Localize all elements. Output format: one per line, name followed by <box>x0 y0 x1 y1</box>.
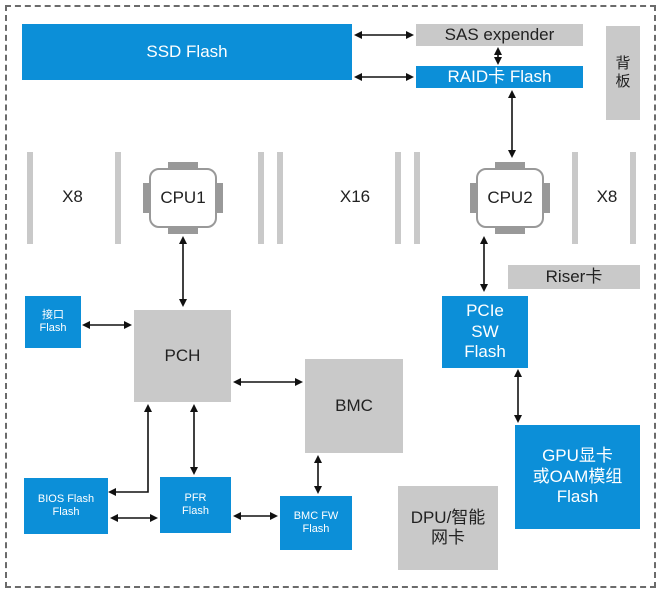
arrow-bios-pch <box>108 404 152 496</box>
cpu1-chip: CPU1 <box>149 168 217 228</box>
slot-bar <box>572 152 578 244</box>
x16-label: X16 <box>339 187 371 206</box>
pch-block: PCH <box>134 310 231 402</box>
cpu2-pins-right <box>544 183 550 213</box>
slot-bar <box>277 152 283 244</box>
pcie-switch-flash-block: PCIe SW Flash <box>442 296 528 368</box>
slot-bar <box>258 152 264 244</box>
cpu1-pins-top <box>168 162 198 168</box>
raid-card-flash-block: RAID卡 Flash <box>416 66 583 88</box>
dpu-smartnic-block: DPU/智能 网卡 <box>398 486 498 570</box>
slot-bar <box>630 152 636 244</box>
cpu1-pins-left <box>143 183 149 213</box>
cpu1-pins-bottom <box>168 228 198 234</box>
cpu1-pins-right <box>217 183 223 213</box>
slot-bar <box>414 152 420 244</box>
gpu-oam-flash-block: GPU显卡 或OAM模组 Flash <box>515 425 640 529</box>
cpu2-pins-left <box>470 183 476 213</box>
x8-left-label: X8 <box>62 187 83 206</box>
riser-card-block: Riser卡 <box>508 265 640 289</box>
cpu2-pins-top <box>495 162 525 168</box>
bmc-block: BMC <box>305 359 403 453</box>
slot-bar <box>27 152 33 244</box>
cpu2-chip: CPU2 <box>476 168 544 228</box>
bios-flash-block: BIOS Flash Flash <box>24 478 108 534</box>
x8-right-label: X8 <box>596 187 618 206</box>
bmc-fw-flash-block: BMC FW Flash <box>280 496 352 550</box>
board-outline <box>5 5 656 588</box>
pfr-flash-block: PFR Flash <box>160 477 231 533</box>
sas-expander-block: SAS expender <box>416 24 583 46</box>
backplane-block: 背 板 <box>606 26 640 120</box>
slot-bar <box>115 152 121 244</box>
ssd-flash-block: SSD Flash <box>22 24 352 80</box>
cpu2-pins-bottom <box>495 228 525 234</box>
interface-flash-block: 接口 Flash <box>25 296 81 348</box>
slot-bar <box>395 152 401 244</box>
